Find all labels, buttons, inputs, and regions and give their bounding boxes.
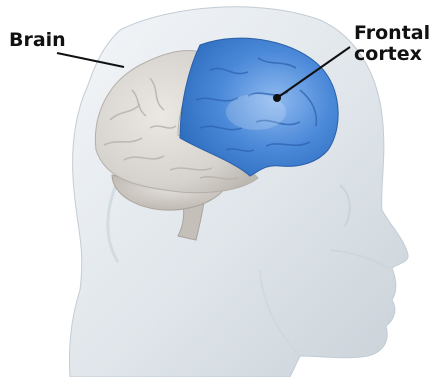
frontal-callout-dot <box>273 94 281 102</box>
brain-label: Brain <box>9 30 66 51</box>
frontal-cortex-label-line2: cortex <box>354 44 430 65</box>
frontal-cortex-label: Frontal cortex <box>354 23 430 65</box>
frontal-cortex-label-line1: Frontal <box>354 23 430 44</box>
